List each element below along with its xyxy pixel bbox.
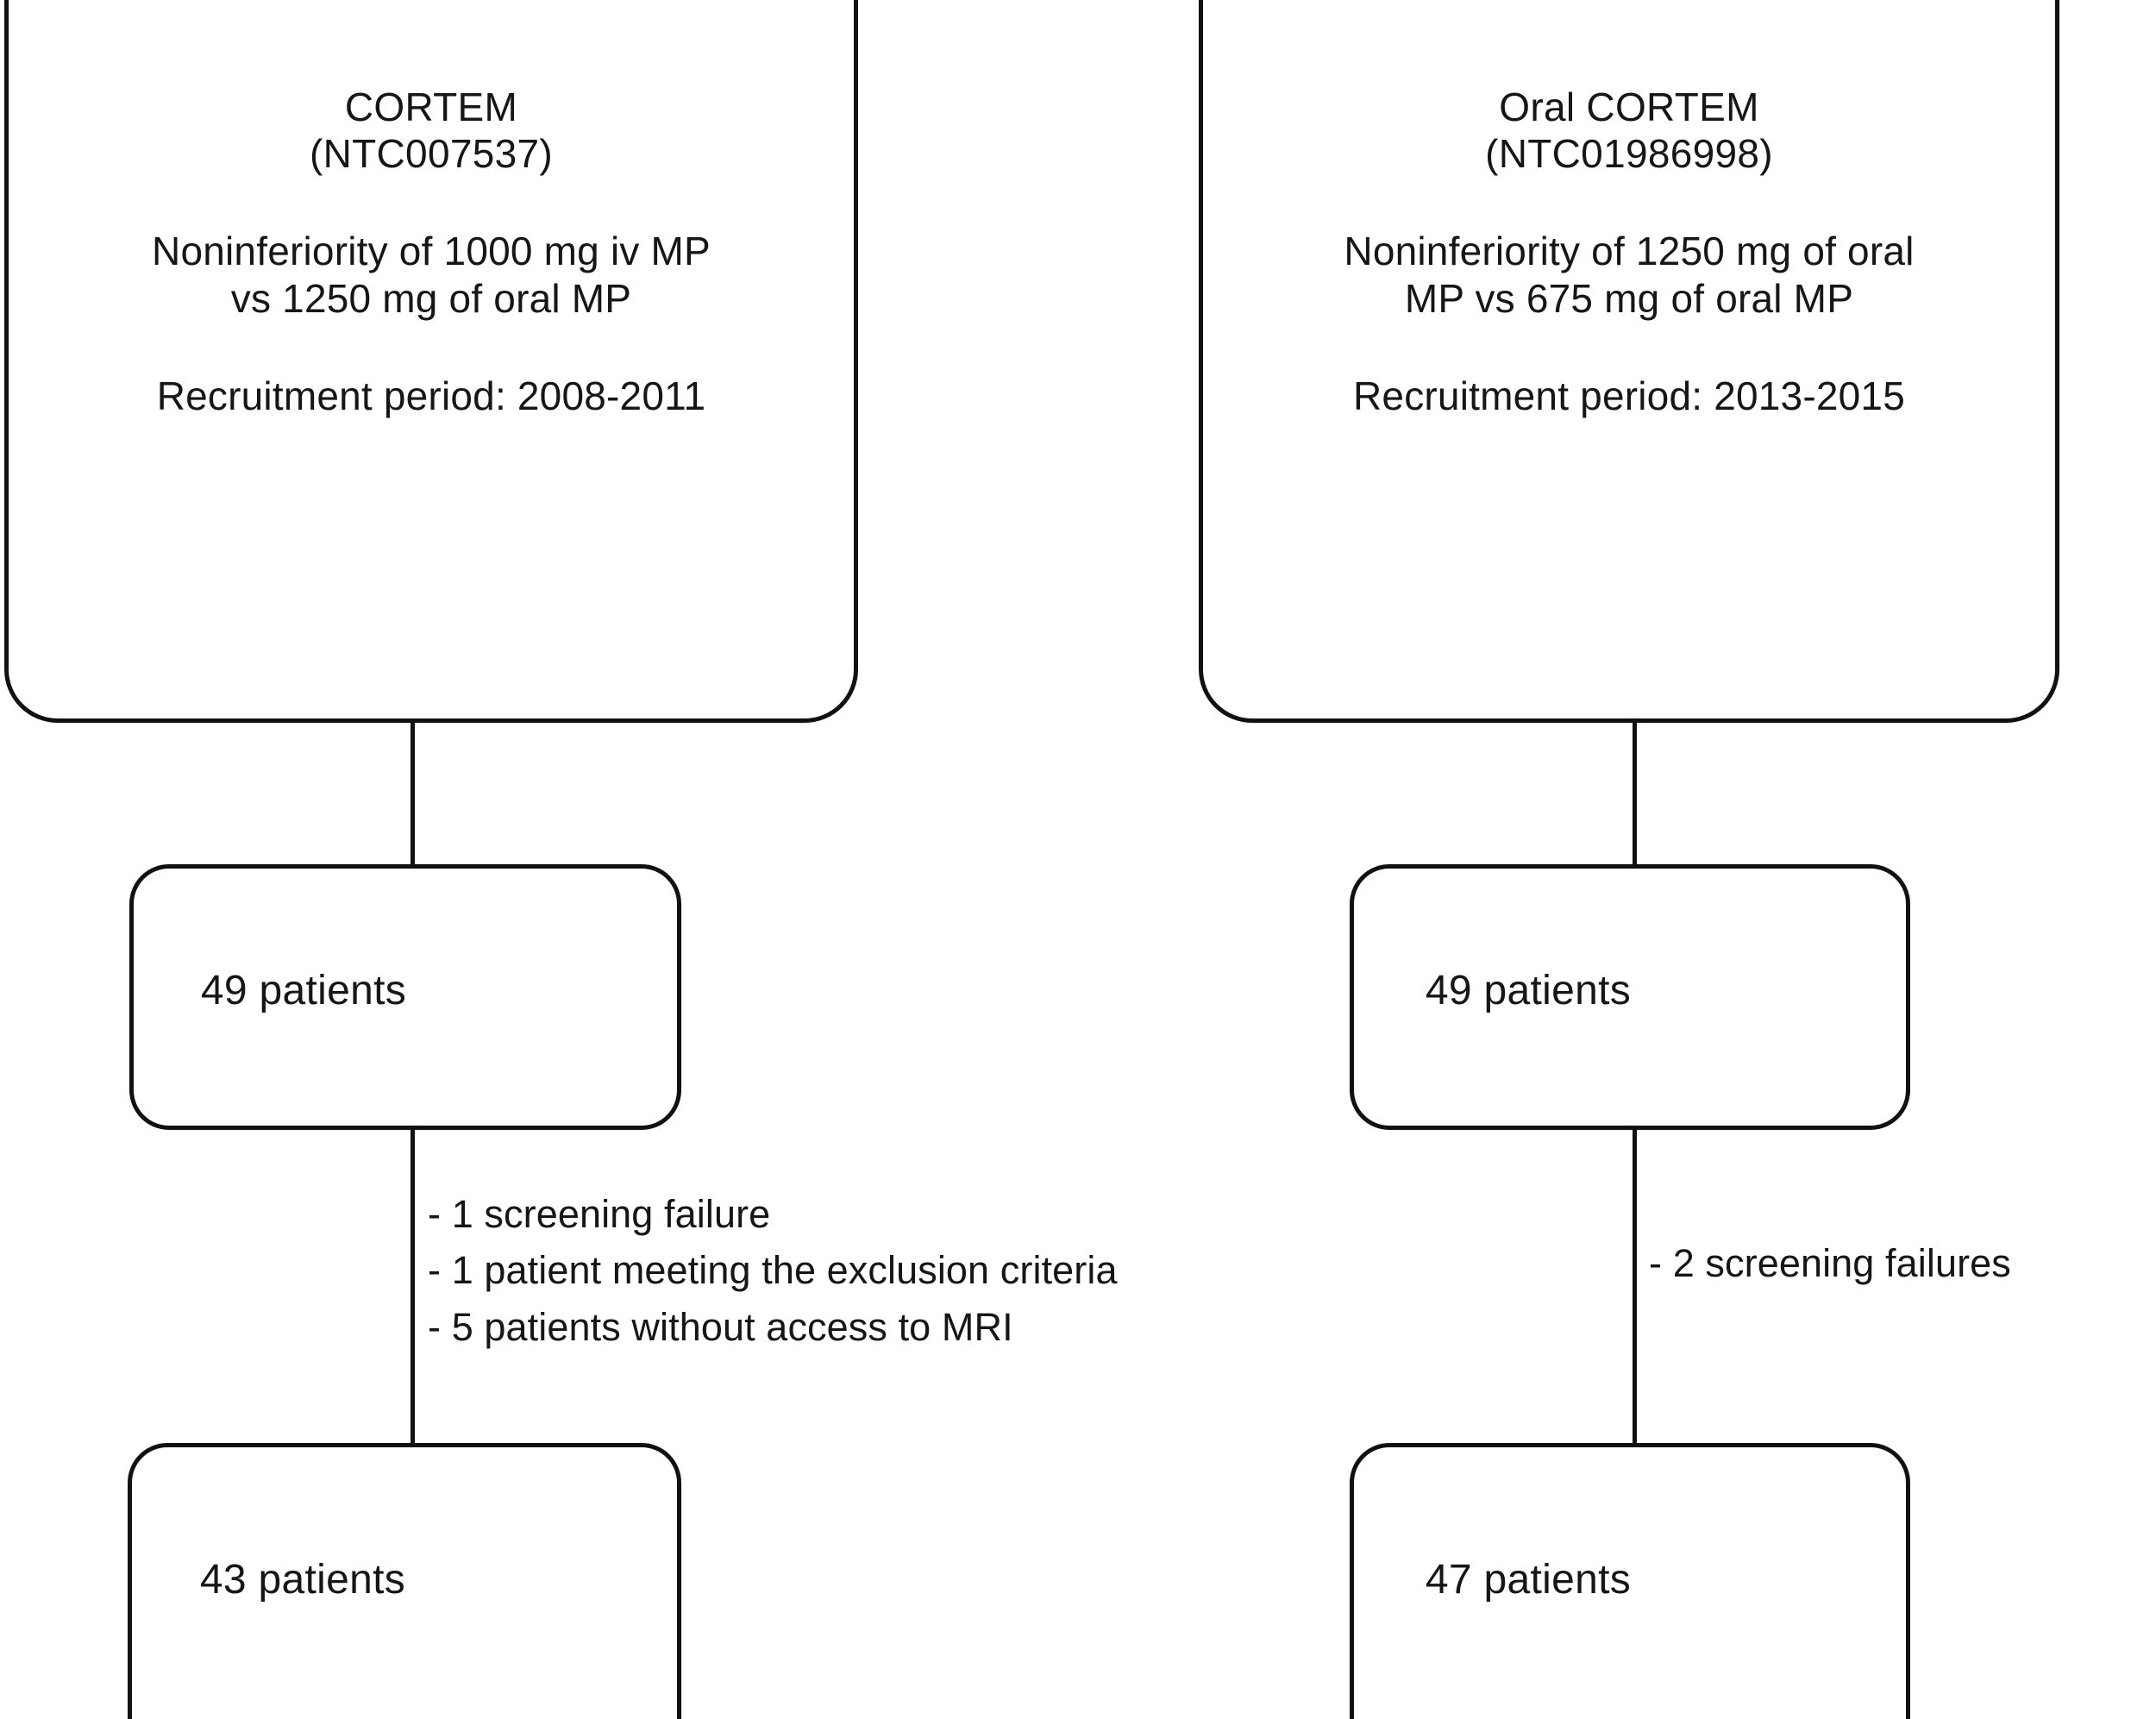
enrolled-count-cortem: 49 patients	[200, 967, 407, 1013]
enrolled-count-oral-cortem: 49 patients	[1425, 967, 1632, 1013]
enrolled-box-oral-cortem: 49 patients	[1350, 864, 1910, 1130]
connector-cortem-enrolled-to-final	[411, 1126, 415, 1446]
exclusion-list-oral-cortem: - 2 screening failures	[1649, 1241, 2011, 1285]
study-title-oral-cortem: Oral CORTEM (NTC01986998)	[1485, 85, 1773, 177]
final-box-cortem: 43 patients	[128, 1443, 681, 1719]
connector-cortem-study-to-enrolled	[411, 720, 415, 867]
study-recruitment-period-oral-cortem: Recruitment period: 2013-2015	[1353, 373, 1905, 418]
study-box-cortem: CORTEM (NTC007537) Noninferiority of 100…	[4, 0, 858, 723]
connector-oral-cortem-enrolled-to-final	[1633, 1126, 1637, 1446]
study-description-oral-cortem: Noninferiority of 1250 mg of oral MP vs …	[1344, 228, 1915, 321]
final-count-oral-cortem: 47 patients	[1425, 1556, 1632, 1603]
study-description-cortem: Noninferiority of 1000 mg iv MP vs 1250 …	[152, 228, 711, 321]
study-title-cortem: CORTEM (NTC007537)	[310, 85, 553, 177]
final-count-cortem: 43 patients	[199, 1556, 406, 1603]
study-box-oral-cortem: Oral CORTEM (NTC01986998) Noninferiority…	[1199, 0, 2059, 723]
study-recruitment-period-cortem: Recruitment period: 2008-2011	[156, 373, 706, 418]
final-box-oral-cortem: 47 patients	[1350, 1443, 1910, 1719]
connector-oral-cortem-study-to-enrolled	[1633, 720, 1637, 867]
exclusion-list-cortem: - 1 screening failure - 1 patient meetin…	[428, 1192, 1118, 1349]
enrolled-box-cortem: 49 patients	[129, 864, 681, 1130]
